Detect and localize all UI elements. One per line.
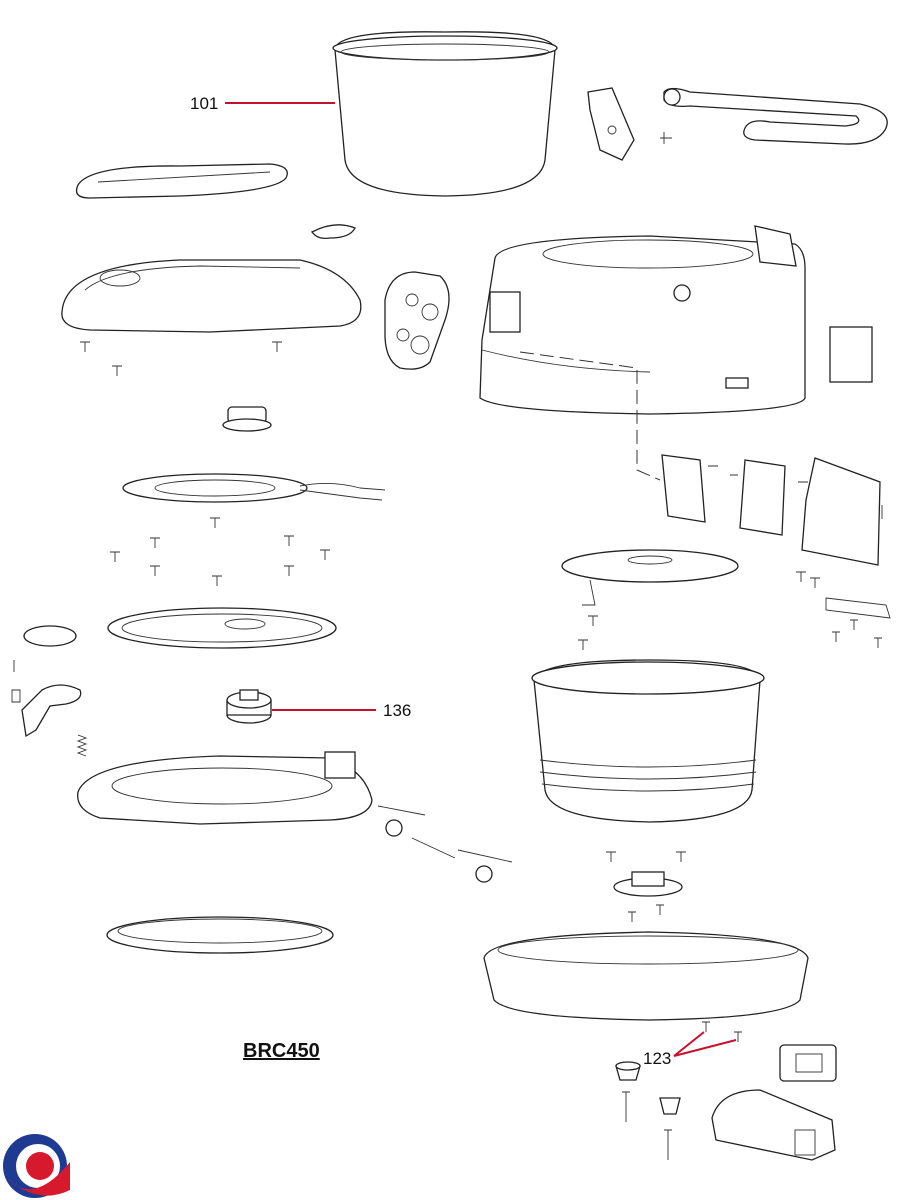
lid-frame-ring xyxy=(77,751,373,825)
lid-trim-strip xyxy=(75,163,288,199)
heating-plate xyxy=(122,473,386,503)
main-housing xyxy=(479,225,806,415)
control-panel-label xyxy=(384,271,450,370)
steam-valve xyxy=(222,406,272,432)
base-shell xyxy=(483,931,809,1021)
lid-screws xyxy=(80,341,282,376)
brand-logo xyxy=(3,1134,70,1198)
lid-cover xyxy=(61,259,362,333)
small-seal xyxy=(311,224,356,240)
rating-label xyxy=(829,326,873,383)
mounting-screws-right xyxy=(796,571,891,648)
leader-123 xyxy=(673,1031,737,1057)
part-123-screws xyxy=(702,1021,742,1042)
control-board-assembly xyxy=(661,454,883,566)
assembly-guide-line xyxy=(519,351,661,481)
rear-cover xyxy=(711,1089,836,1161)
inner-lid-plate xyxy=(107,607,337,649)
outer-body-shell xyxy=(531,659,765,823)
heating-disc xyxy=(561,549,739,650)
hinge-bracket xyxy=(587,87,672,161)
callout-101: 101 xyxy=(190,94,218,113)
heating-plate-screws xyxy=(110,517,330,586)
carry-handle xyxy=(663,87,888,145)
float-valve-parts xyxy=(11,625,88,757)
lid-springs xyxy=(377,805,513,883)
sealing-ring xyxy=(106,916,334,954)
inner-pot xyxy=(332,31,558,197)
power-socket xyxy=(779,1044,837,1082)
callout-136: 136 xyxy=(383,701,411,720)
callout-123: 123 xyxy=(643,1049,671,1068)
model-label: BRC450 xyxy=(243,1040,320,1062)
temperature-sensor xyxy=(606,851,686,922)
pressure-knob xyxy=(226,689,272,724)
feet-and-screws xyxy=(615,1061,681,1160)
